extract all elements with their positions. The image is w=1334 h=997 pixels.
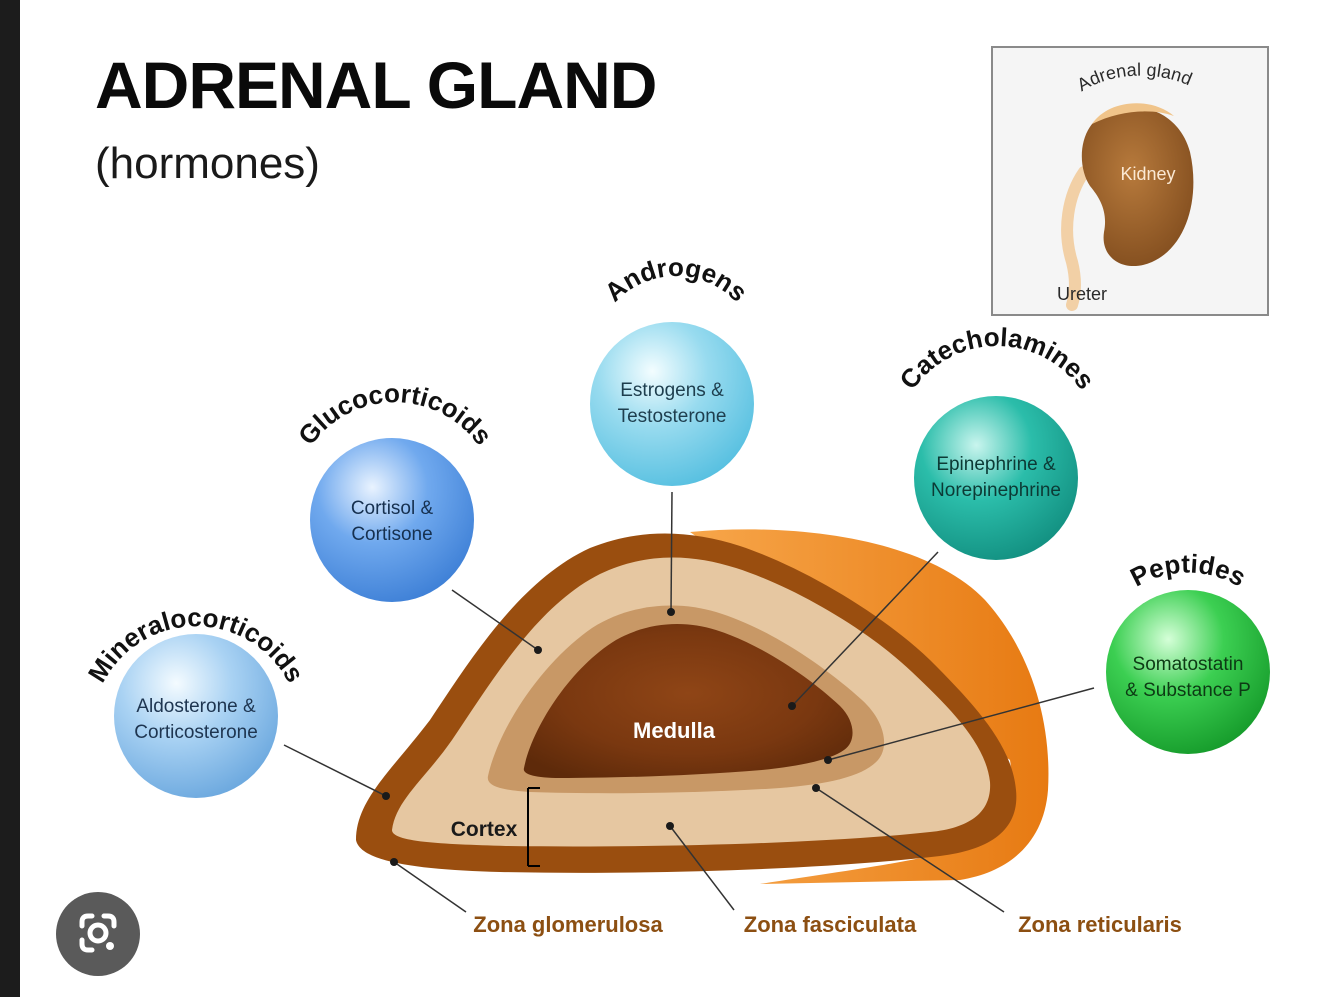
- medulla-layer: [523, 624, 853, 778]
- hormone-line1-catecholamines: Epinephrine &: [936, 454, 1056, 475]
- google-lens-icon: [79, 913, 117, 953]
- hormone-catecholamines: Catecholamines Epinephrine & Norepinephr…: [893, 322, 1101, 560]
- hormone-class-label-androgens: Androgens: [599, 252, 754, 307]
- leader-dots: [382, 608, 832, 866]
- hormone-line2-catecholamines: Norepinephrine: [931, 480, 1061, 501]
- zona-fasciculata-label: Zona fasciculata: [744, 912, 917, 937]
- hormone-line2-peptides: & Substance P: [1125, 680, 1251, 701]
- inset-kidney-panel: Adrenal gland Kidney Ureter: [991, 46, 1269, 316]
- kidney-shape: [1081, 107, 1194, 267]
- gland-cross-section: Medulla Cortex: [356, 529, 1049, 884]
- leader-zona-glomerulosa: [393, 861, 467, 913]
- leader-mineralocorticoids: [283, 744, 387, 797]
- inset-kidney-label: Kidney: [1120, 164, 1175, 184]
- leader-zona-fasciculata: [669, 825, 735, 911]
- medulla-label: Medulla: [633, 718, 716, 743]
- hormone-line2-mineralocorticoids: Corticosterone: [134, 722, 258, 743]
- bubble-glucocorticoids: [310, 438, 474, 602]
- ureter-shape: [1061, 166, 1090, 311]
- hormone-line2-glucocorticoids: Cortisone: [351, 524, 432, 545]
- leader-zona-reticularis: [815, 787, 1005, 913]
- zone-labels: Zona glomerulosa Zona fasciculata Zona r…: [473, 912, 1182, 937]
- hormone-line1-mineralocorticoids: Aldosterone &: [136, 696, 256, 717]
- page-subtitle: (hormones): [95, 139, 320, 188]
- hormone-glucocorticoids: Glucocorticoids Cortisol & Cortisone: [292, 378, 498, 602]
- bubble-mineralocorticoids: [114, 634, 278, 798]
- hormone-line1-androgens: Estrogens &: [620, 380, 724, 401]
- hormone-class-label-peptides: Peptides: [1125, 548, 1251, 592]
- hormone-class-label-catecholamines: Catecholamines: [893, 322, 1101, 395]
- leader-glucocorticoids: [451, 589, 539, 651]
- bubble-peptides: [1106, 590, 1270, 754]
- inset-adrenal-shape: [1092, 103, 1174, 124]
- leader-androgens: [670, 491, 673, 613]
- leader-lines: [283, 491, 1095, 913]
- zona-reticularis-label: Zona reticularis: [1018, 912, 1182, 937]
- hormone-line1-peptides: Somatostatin: [1133, 654, 1244, 675]
- hormone-line1-glucocorticoids: Cortisol &: [351, 498, 434, 519]
- gland-orange-side: [690, 529, 1049, 884]
- bubble-catecholamines: [914, 396, 1078, 560]
- hormone-line2-androgens: Testosterone: [618, 406, 727, 427]
- google-lens-button[interactable]: [56, 892, 140, 976]
- leader-catecholamines: [791, 551, 939, 707]
- hormone-androgens: Androgens Estrogens & Testosterone: [590, 252, 754, 486]
- leader-peptides: [827, 687, 1095, 761]
- page-title: ADRENAL GLAND: [95, 48, 657, 122]
- hormone-mineralocorticoids: Mineralocorticoids Aldosterone & Cortico…: [82, 602, 310, 798]
- bubble-androgens: [590, 322, 754, 486]
- inset-ureter-label: Ureter: [1057, 284, 1107, 304]
- left-edge-bar: [0, 0, 20, 997]
- zona-glomerulosa-label: Zona glomerulosa: [473, 912, 663, 937]
- cortex-label: Cortex: [451, 818, 518, 841]
- hormone-peptides: Peptides Somatostatin & Substance P: [1106, 548, 1270, 754]
